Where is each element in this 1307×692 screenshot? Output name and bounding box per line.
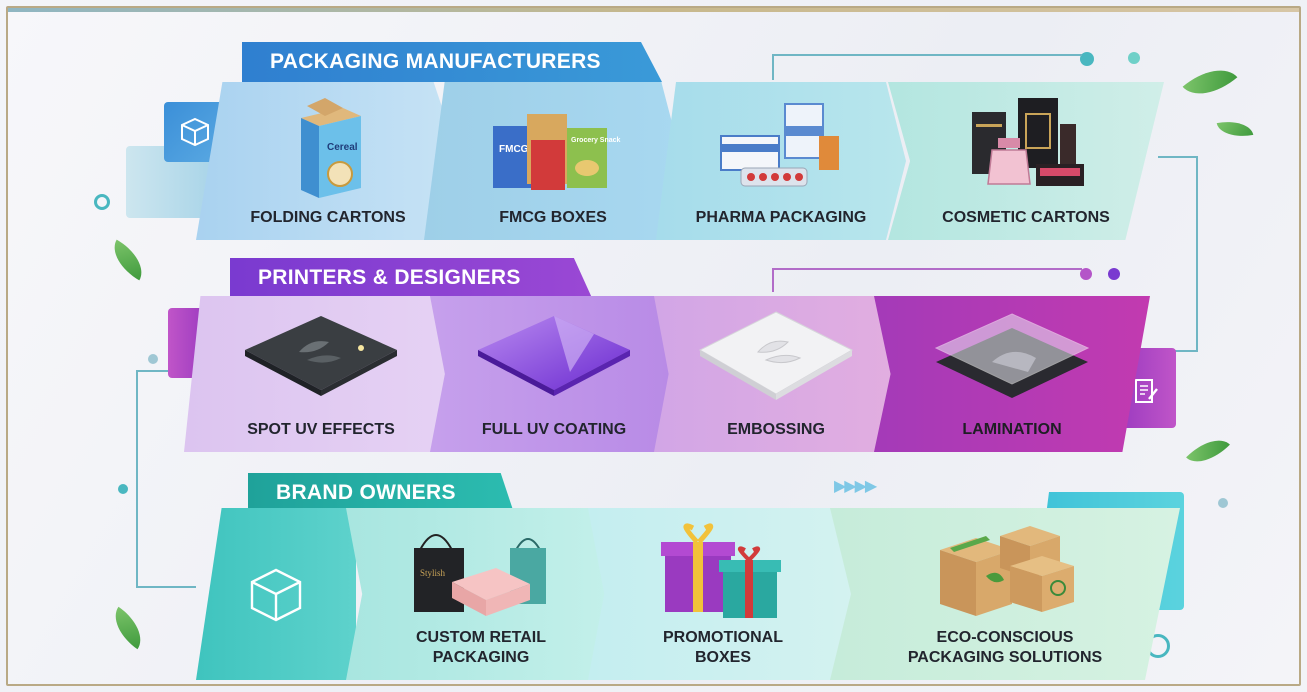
top-accent-line <box>8 8 1299 12</box>
band-brand-owners: Stylish CUSTOM RETAIL PACKAGING <box>196 508 1180 680</box>
panel-spot-uv-effects[interactable]: SPOT UV EFFECTS <box>184 296 458 452</box>
medicine-boxes-icon <box>711 96 851 205</box>
dot-decoration <box>1218 498 1228 508</box>
panel-lamination[interactable]: LAMINATION <box>874 296 1150 452</box>
perfume-box-icon <box>956 94 1096 203</box>
panel-label: PHARMA PACKAGING <box>695 209 867 226</box>
panel-full-uv-coating[interactable]: FULL UV COATING <box>430 296 678 452</box>
dot-decoration <box>148 354 158 364</box>
infographic-frame: PACKAGING MANUFACTURERS Cereal FOLDING C… <box>6 6 1301 686</box>
connector-line <box>136 370 196 588</box>
panel-label: PROMOTIONAL BOXES <box>663 629 783 666</box>
connector-line <box>772 54 1082 80</box>
laminated-sheet-icon <box>932 310 1092 407</box>
embossed-sheet-icon <box>696 308 856 409</box>
cereal-box-icon: Cereal <box>283 94 373 209</box>
panel-label: EMBOSSING <box>727 421 825 438</box>
ring-decoration <box>94 194 110 210</box>
band-printers-designers: SPOT UV EFFECTS FULL UV COATING <box>184 296 1150 452</box>
leaf-icon <box>104 239 152 281</box>
spot-uv-sheet-icon <box>241 312 401 407</box>
panel-label: SPOT UV EFFECTS <box>247 421 395 438</box>
gift-boxes-icon <box>653 520 793 629</box>
dot-decoration <box>118 484 128 494</box>
leaf-icon <box>104 606 152 650</box>
panel-fmcg-boxes[interactable]: FMCG Grocery Snack FMCG BOXES <box>424 82 682 240</box>
panel-eco-conscious-packaging[interactable]: ECO-CONSCIOUS PACKAGING SOLUTIONS <box>830 508 1180 680</box>
panel-pharma-packaging[interactable]: PHARMA PACKAGING <box>656 82 906 240</box>
panel-label: ECO-CONSCIOUS PACKAGING SOLUTIONS <box>907 629 1103 666</box>
retail-bag-text: Stylish <box>420 568 446 578</box>
panel-label: CUSTOM RETAIL PACKAGING <box>415 629 547 666</box>
panel-custom-retail-packaging[interactable]: Stylish CUSTOM RETAIL PACKAGING <box>346 508 616 680</box>
panel-label: LAMINATION <box>962 421 1062 438</box>
panel-promotional-boxes[interactable]: PROMOTIONAL BOXES <box>588 508 858 680</box>
leaf-icon <box>1186 429 1230 473</box>
dot-decoration <box>1080 268 1092 280</box>
connector-line <box>1158 156 1198 352</box>
retail-bags-icon: Stylish <box>406 520 556 625</box>
document-edit-icon <box>1126 372 1166 412</box>
panel-label: FMCG BOXES <box>499 209 607 226</box>
panel-folding-cartons[interactable]: Cereal FOLDING CARTONS <box>196 82 460 240</box>
panel-label: FULL UV COATING <box>481 421 627 438</box>
section-header-brand-owners: BRAND OWNERS <box>248 473 514 513</box>
section-header-printers-designers: PRINTERS & DESIGNERS <box>230 258 592 298</box>
leaf-icon <box>1182 55 1238 109</box>
leaf-icon <box>1216 117 1254 141</box>
panel-label: FOLDING CARTONS <box>250 209 406 226</box>
kraft-boxes-icon <box>930 516 1080 627</box>
uv-coated-sheet-icon <box>474 312 634 407</box>
box-outline-icon <box>196 508 356 680</box>
dot-decoration <box>1128 52 1140 64</box>
panel-cosmetic-cartons[interactable]: COSMETIC CARTONS <box>888 82 1164 240</box>
dot-decoration <box>1080 52 1094 66</box>
cereal-box-text: Cereal <box>327 142 358 153</box>
section-header-packaging-manufacturers: PACKAGING MANUFACTURERS <box>242 42 662 82</box>
connector-line <box>772 268 1082 292</box>
band-packaging-manufacturers: Cereal FOLDING CARTONS FMCG Grocery Snac… <box>196 82 1164 240</box>
arrow-chevrons-decoration: ▶▶▶▶ <box>834 478 877 495</box>
fmcg-box-text: FMCG <box>499 144 529 155</box>
grocery-box-text: Grocery Snack <box>571 137 621 144</box>
grocery-boxes-icon: FMCG Grocery Snack <box>483 92 623 207</box>
panel-label: COSMETIC CARTONS <box>942 209 1110 226</box>
dot-decoration <box>1108 268 1120 280</box>
panel-embossing[interactable]: EMBOSSING <box>654 296 898 452</box>
